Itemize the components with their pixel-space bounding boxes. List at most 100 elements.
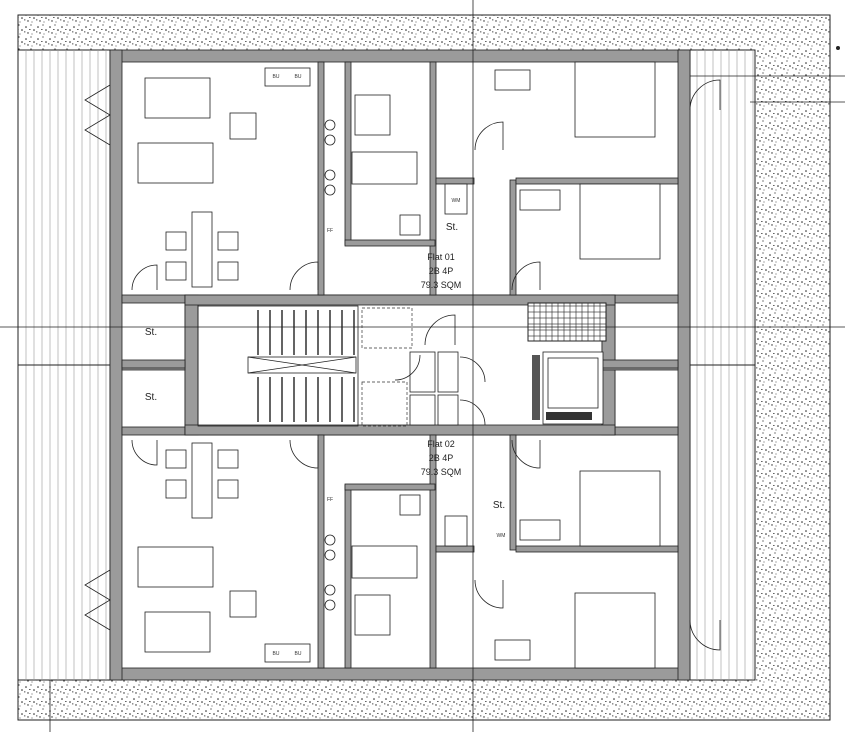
shower (354, 94, 391, 136)
ff-label: FF (327, 497, 333, 503)
shower (354, 594, 391, 636)
desk (519, 519, 561, 541)
desk (519, 189, 561, 211)
store-label: St. (493, 500, 505, 511)
riser-cupboard (409, 394, 436, 426)
hob-ring (324, 134, 336, 146)
double-bed (579, 470, 661, 547)
wall (344, 483, 436, 491)
double-bed (574, 61, 656, 138)
dining-chair (165, 449, 187, 469)
toilet (399, 494, 421, 516)
flat-01-area: 79.3 SQM (421, 280, 462, 290)
riser-grid (527, 302, 607, 342)
staircase (257, 310, 355, 422)
stair-well-cross (247, 356, 357, 374)
double-bed (579, 183, 661, 260)
flat-02-area: 79.3 SQM (421, 467, 462, 477)
door-swing (131, 439, 158, 466)
wall (184, 294, 199, 436)
wall (317, 61, 325, 296)
hob-ring (324, 169, 336, 181)
wall (509, 179, 517, 296)
double-bed (574, 592, 656, 669)
furniture (137, 61, 661, 669)
door-swing (474, 121, 504, 151)
wall (317, 434, 325, 669)
lift-machine (546, 412, 592, 420)
lift-car (547, 357, 599, 409)
door-swing (511, 439, 541, 469)
coffee-table-zone (144, 611, 211, 653)
lift-rail (532, 355, 540, 420)
door-swing (289, 439, 319, 469)
armchair (229, 112, 257, 140)
bu-label: BU (295, 74, 302, 80)
wall (344, 61, 352, 246)
door-swing (131, 264, 158, 291)
wm-label: WM (452, 198, 461, 204)
dining-chair (165, 479, 187, 499)
doors (84, 79, 721, 651)
bu-label: BU (295, 651, 302, 657)
ff-label: FF (327, 228, 333, 234)
section-marker (836, 46, 840, 50)
wall (677, 49, 691, 681)
wall (509, 434, 517, 551)
sofa (137, 546, 214, 588)
store-label: St. (145, 392, 157, 403)
dining-table (191, 211, 213, 288)
wall (109, 667, 691, 681)
wall (109, 49, 123, 681)
stair-core (197, 305, 359, 427)
wall (109, 49, 691, 63)
wall (121, 359, 186, 369)
wall (184, 424, 616, 436)
sofa (137, 142, 214, 184)
dining-table (191, 442, 213, 519)
dining-chair (165, 231, 187, 251)
hob-ring (324, 599, 336, 611)
flat-01-name: Flat 01 (427, 252, 455, 262)
dining-chair (165, 261, 187, 281)
washing-machine (444, 183, 468, 215)
door-swing (689, 619, 721, 651)
wall (435, 177, 475, 185)
flat-02-type: 2B 4P (429, 453, 454, 463)
bu-label: BU (273, 651, 280, 657)
walls (109, 49, 691, 681)
door-swing (289, 261, 319, 291)
folding-door (84, 84, 111, 146)
dining-chair (217, 449, 239, 469)
wall (435, 545, 475, 553)
hob-ring (324, 549, 336, 561)
door-swing (474, 579, 504, 609)
bathtub (351, 545, 418, 579)
coffee-table-zone (144, 77, 211, 119)
dining-chair (217, 261, 239, 281)
dining-chair (217, 479, 239, 499)
riser-cupboard (437, 351, 459, 393)
bu-label: BU (273, 74, 280, 80)
riser-cupboard (409, 351, 436, 393)
wall (344, 484, 352, 669)
lobby-dashed-zone (361, 307, 413, 349)
door-swing (424, 314, 456, 346)
armchair (229, 590, 257, 618)
wm-label: WM (497, 533, 506, 539)
wall (515, 177, 679, 185)
hob-ring (324, 584, 336, 596)
store-label: St. (145, 327, 157, 338)
door-swing (689, 79, 721, 111)
wall (599, 359, 679, 369)
dining-chair (217, 231, 239, 251)
flat-02-name: Flat 02 (427, 439, 455, 449)
kitchen-unit (264, 67, 311, 87)
door-swing (459, 356, 486, 383)
bathtub (351, 151, 418, 185)
wall (344, 239, 436, 247)
kitchen-unit (264, 643, 311, 663)
wall (184, 294, 616, 306)
door-swing (511, 261, 541, 291)
